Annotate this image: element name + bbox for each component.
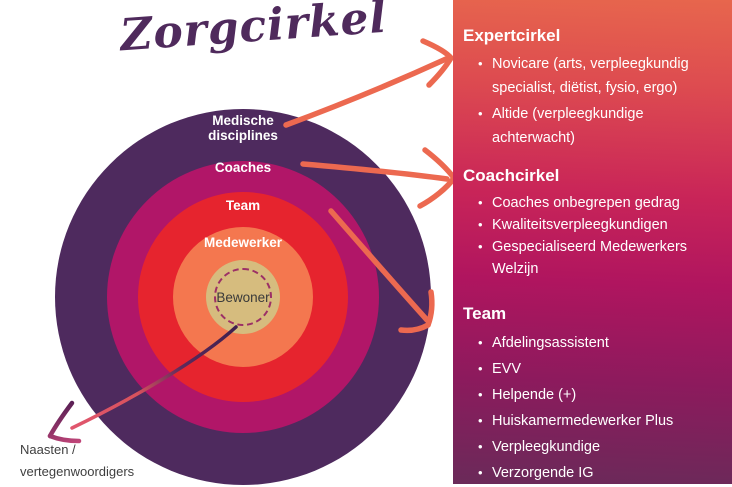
- legend-section-coachcirkel: Coachcirkel Coaches onbegrepen gedrag Kw…: [463, 166, 720, 280]
- legend-section-team: Team Afdelingsassistent EVV Helpende (+)…: [463, 304, 720, 486]
- list-item: Afdelingsassistent: [478, 330, 716, 356]
- page-title: Zorgcirkel: [118, 0, 389, 62]
- list-item: EVV: [478, 356, 716, 382]
- naasten-line2: vertegenwoordigers: [20, 464, 135, 479]
- list-item: Novicare (arts, verpleegkundig specialis…: [478, 52, 716, 100]
- team-list: Afdelingsassistent EVV Helpende (+) Huis…: [463, 330, 720, 486]
- legend-panel: Expertcirkel Novicare (arts, verpleegkun…: [453, 0, 732, 486]
- list-item: Coaches onbegrepen gedrag: [478, 192, 716, 214]
- ring-label-medewerker: Medewerker: [203, 235, 283, 250]
- list-item: Kwaliteitsverpleegkundigen: [478, 214, 716, 236]
- section-heading-expertcirkel: Expertcirkel: [463, 26, 561, 45]
- section-heading-coachcirkel: Coachcirkel: [463, 166, 560, 185]
- list-item: Helpende (+): [478, 382, 716, 408]
- list-item: Verzorgende IG: [478, 460, 716, 486]
- list-item: Verpleegkundige: [478, 434, 716, 460]
- list-item: Altide (verpleegkundige achterwacht): [478, 102, 716, 150]
- legend-section-expertcirkel: Expertcirkel Novicare (arts, verpleegkun…: [463, 26, 720, 150]
- section-heading-team: Team: [463, 304, 507, 323]
- list-item: Huiskamermedewerker Plus: [478, 408, 716, 434]
- ring-label-bewoner: Bewoner: [216, 290, 270, 305]
- list-item: Gespecialiseerd Medewerkers Welzijn: [478, 236, 716, 280]
- ring-label-team: Team: [225, 198, 261, 213]
- ring-label-coaches: Coaches: [214, 160, 272, 175]
- bewoner-dashed-circle: [214, 268, 272, 326]
- naasten-line1: Naasten /: [20, 442, 76, 457]
- expertcirkel-list: Novicare (arts, verpleegkundig specialis…: [463, 52, 720, 150]
- arrow-expertcirkel: [283, 38, 454, 128]
- naasten-label: Naasten / vertegenwoordigers: [20, 439, 134, 483]
- ring-label-medische-disciplines: Medische disciplines: [208, 113, 278, 143]
- coachcirkel-list: Coaches onbegrepen gedrag Kwaliteitsverp…: [463, 192, 720, 280]
